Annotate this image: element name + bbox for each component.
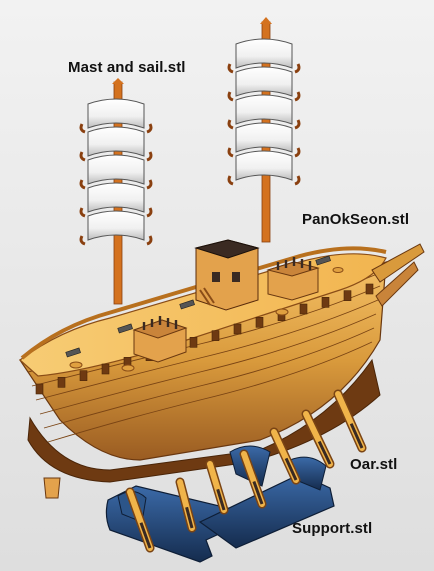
oar (333, 389, 367, 453)
sail-panel (235, 38, 293, 69)
hull-window (35, 383, 44, 395)
sail-panel (87, 182, 145, 213)
sail-panel (235, 122, 293, 153)
hull-window (79, 370, 88, 381)
sail-panel (235, 94, 293, 125)
hull-window (101, 363, 110, 375)
hull-window (255, 317, 264, 328)
oar-models (125, 389, 367, 553)
mast-and-sail-right (227, 17, 301, 243)
hull-window (233, 323, 242, 335)
deck-cabin-left (132, 316, 188, 363)
command-tower (194, 239, 260, 311)
hull-window (365, 283, 374, 295)
mast-and-sail-left (79, 78, 153, 305)
sail-panel (87, 210, 145, 241)
ship-hull-label: PanOkSeon.stl (302, 211, 410, 228)
oar (175, 477, 197, 533)
panokseon-ship-model (19, 239, 425, 499)
oar (269, 427, 301, 485)
oar-label: Oar.stl (350, 456, 398, 473)
oar (205, 459, 229, 515)
oar (301, 409, 335, 469)
mast-and-sail-label: Mast and sail.stl (68, 59, 186, 76)
hull-window (189, 337, 198, 348)
oar (239, 449, 267, 509)
sail-panel (87, 126, 145, 157)
support-label: Support.stl (292, 520, 373, 537)
hull-window (321, 297, 330, 308)
hull-window (343, 290, 352, 301)
sail-panel (235, 66, 293, 97)
deck-cabin-right (266, 257, 320, 301)
sail-panel (235, 150, 293, 181)
sail-panel (87, 154, 145, 185)
sail-panel (87, 98, 145, 129)
hull-window (299, 303, 308, 315)
oar (125, 487, 155, 553)
hull-window (57, 377, 66, 388)
hull-window (211, 330, 220, 341)
